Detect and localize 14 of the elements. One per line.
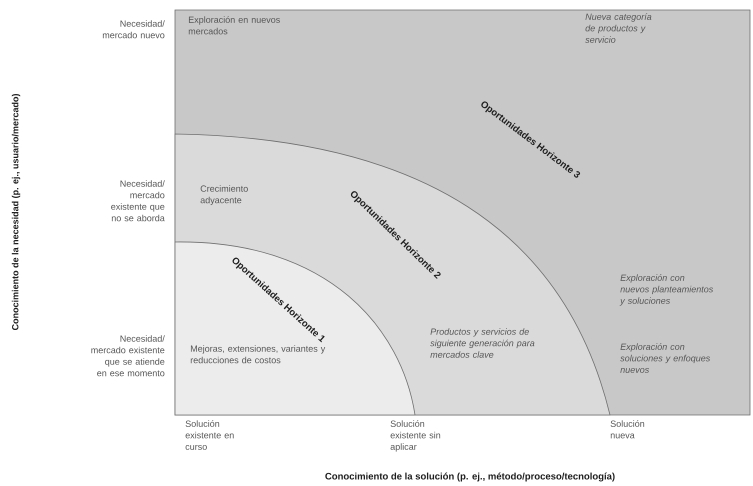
region-text: Exploración con nuevos planteamientos y soluciones: [620, 274, 714, 306]
axis-label: Necesidad/ mercado nuevo: [102, 20, 165, 38]
axis-label: Solución existente sin aplicar: [390, 420, 440, 452]
axis-label: Necesidad/ mercado existente que se atiende en ese momento: [91, 335, 165, 376]
axis-title: Conocimiento de la necesidad (p. ej., usuario/mercado): [12, 94, 20, 330]
region-text: Exploración en nuevos mercados: [188, 16, 280, 34]
region-text: Crecimiento adyacente: [200, 185, 248, 206]
region-text: Nueva categoría de productos y servicio: [585, 13, 652, 43]
region-text: Mejoras, extensiones, variantes y reducciones de costos: [190, 345, 326, 364]
axis-label: Necesidad/ mercado existente que no se aborda: [111, 180, 165, 222]
region-text: Exploración con soluciones y enfoques nuevos: [620, 343, 710, 373]
region-text: Productos y servicios de siguiente generación para mercados clave: [430, 328, 534, 358]
axis-title: Conocimiento de la solución (p. ej., método/proceso/tecnología): [325, 472, 615, 482]
axis-label: Solución nueva: [610, 420, 644, 438]
